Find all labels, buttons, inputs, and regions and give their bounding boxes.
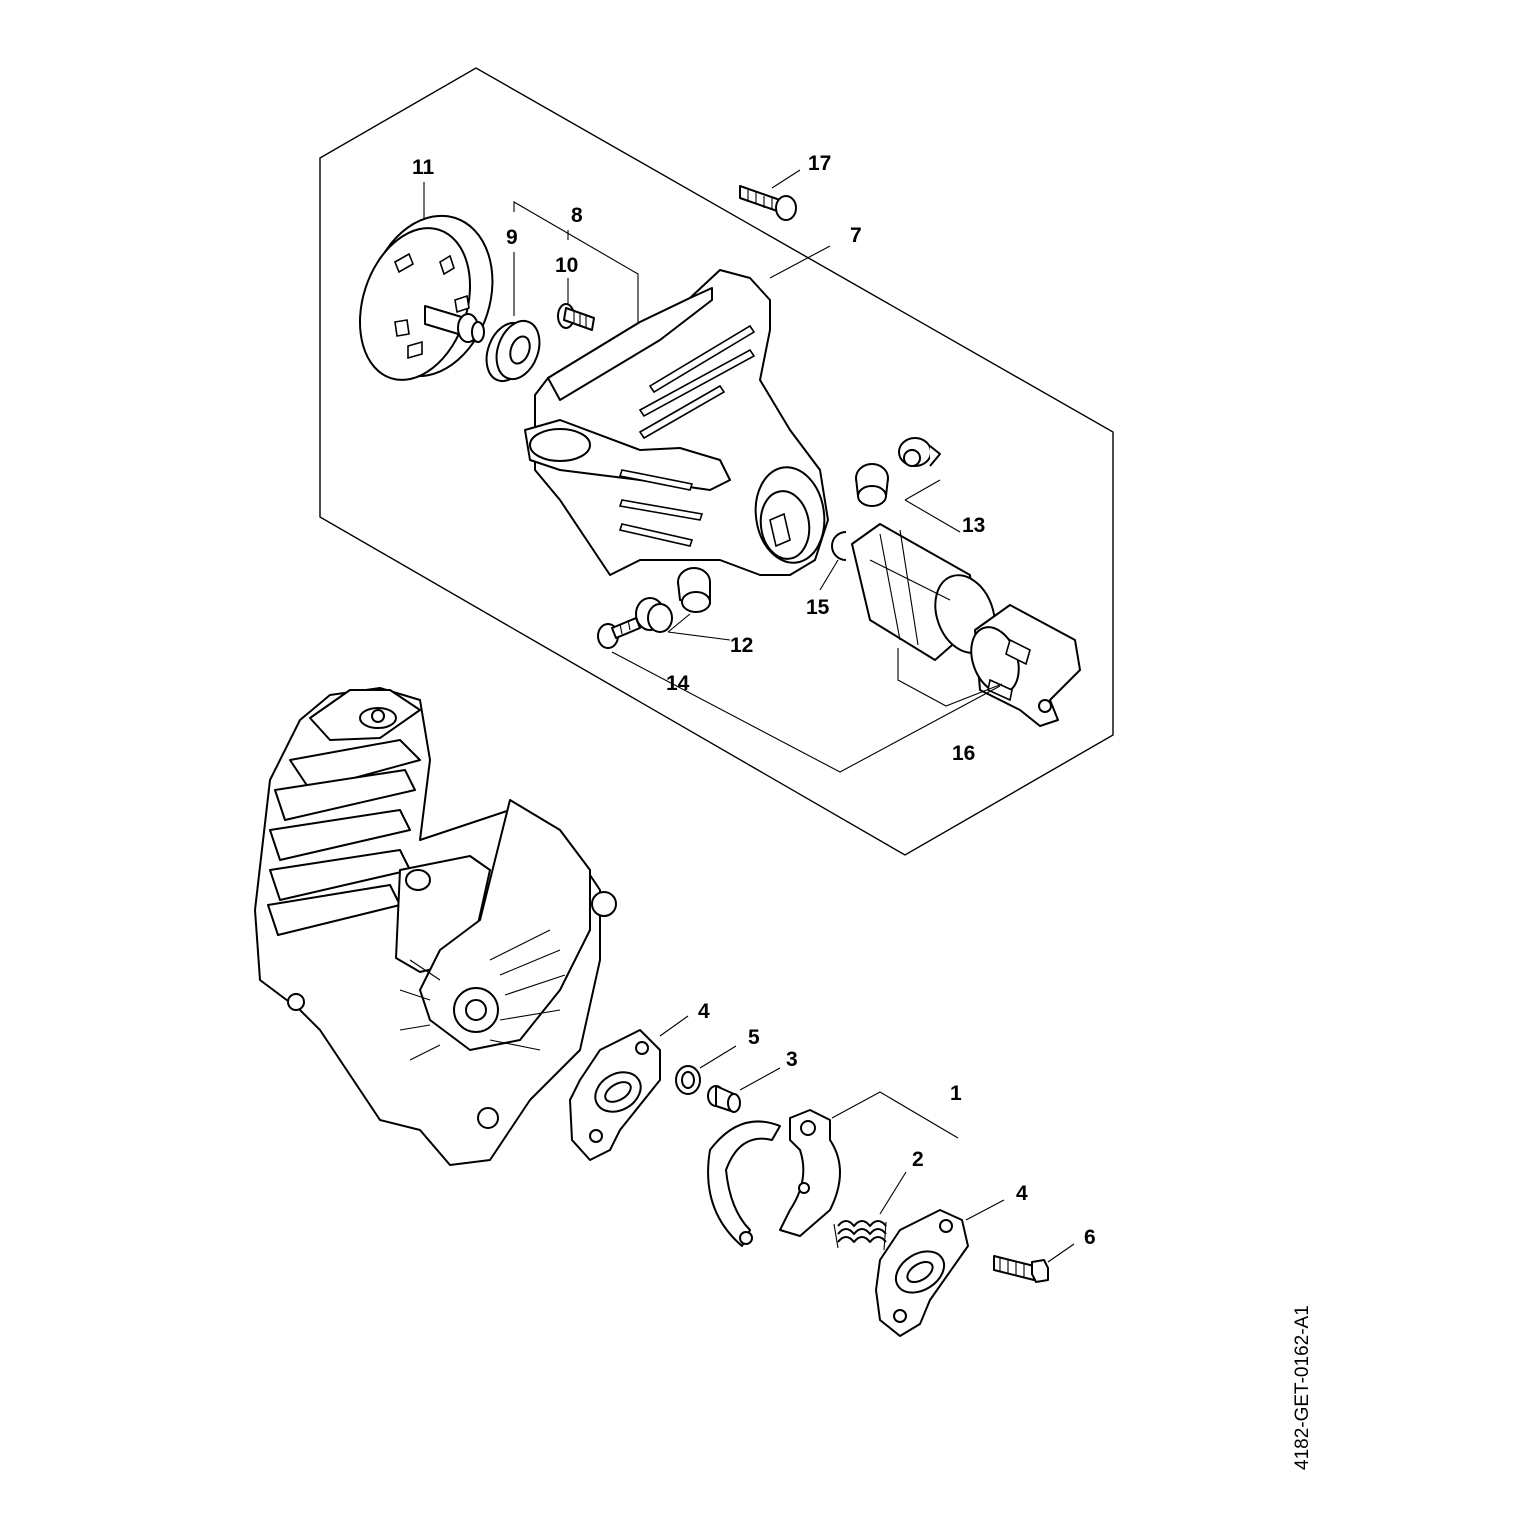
tube-sleeve-icon — [851, 523, 1081, 727]
bush-icon — [635, 567, 711, 633]
callout-17: 17 — [808, 152, 831, 175]
callout-9: 9 — [506, 226, 518, 249]
callout-7: 7 — [850, 224, 862, 247]
assembly-frame — [319, 67, 1114, 856]
callout-12: 12 — [730, 634, 753, 657]
carrier-plate-icon — [569, 1029, 661, 1161]
callout-6: 6 — [1084, 1226, 1096, 1249]
callout-14: 14 — [666, 672, 690, 695]
screw-icon — [993, 1255, 1049, 1283]
washer-icon — [675, 1065, 701, 1095]
callout-11: 11 — [412, 156, 435, 179]
clutch-shoe-icon — [707, 1109, 841, 1247]
callout-15: 15 — [806, 596, 830, 619]
callout-4-right: 4 — [1016, 1182, 1028, 1205]
callout-10: 10 — [555, 254, 578, 277]
callout-3: 3 — [786, 1048, 798, 1071]
screw-icon — [739, 185, 797, 221]
engine-assembly-icon — [254, 687, 617, 1166]
bearing-icon — [485, 319, 541, 383]
callout-4-left: 4 — [698, 1000, 710, 1023]
fan-housing-icon — [524, 269, 829, 576]
callout-5: 5 — [748, 1026, 760, 1049]
spring-icon — [833, 1220, 887, 1251]
drawing-id-label: 4182-GET-0162-A1 — [1292, 1305, 1313, 1470]
callout-16: 16 — [952, 742, 975, 765]
buffer-icon — [855, 437, 941, 507]
sleeve-icon — [707, 1085, 741, 1113]
carrier-plate-icon — [875, 1209, 969, 1337]
callout-2: 2 — [912, 1148, 924, 1171]
callout-8: 8 — [571, 204, 583, 227]
clutch-drum-icon — [358, 214, 494, 381]
screw-icon — [597, 617, 641, 649]
screw-icon — [557, 303, 595, 331]
callout-1: 1 — [950, 1082, 962, 1105]
circlip-icon — [831, 531, 847, 561]
callout-13: 13 — [962, 514, 985, 537]
